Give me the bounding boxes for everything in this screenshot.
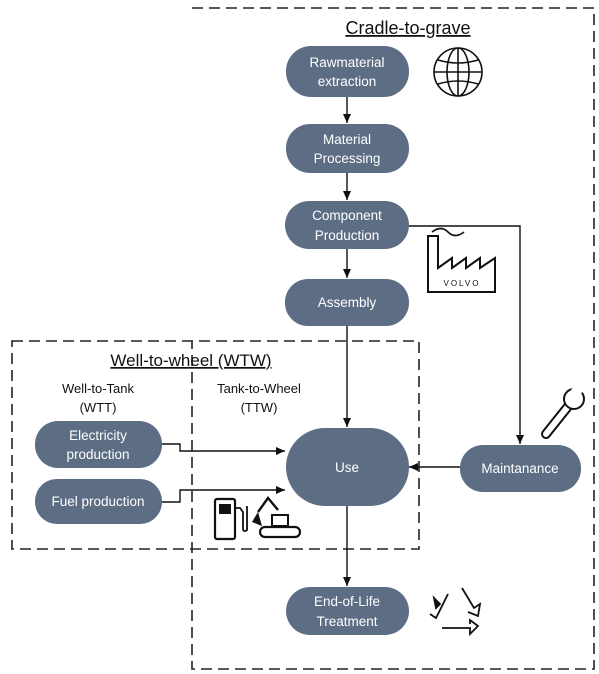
node-rawmaterial-line1: Rawmaterial — [309, 55, 384, 70]
factory-brand-text: VOLVO — [444, 279, 481, 288]
well-to-tank-abbrev: (WTT) — [80, 400, 117, 415]
node-fuel-label: Fuel production — [51, 494, 144, 509]
node-component-line1: Component — [312, 208, 382, 223]
node-electricity-line1: Electricity — [69, 428, 127, 443]
arrow-electricity-to-use — [162, 443, 285, 455]
node-maintenance-label: Maintanance — [481, 461, 558, 476]
node-component-production: Component Production — [285, 201, 409, 249]
wrench-icon — [541, 385, 585, 439]
well-to-wheel-boundary — [11, 340, 420, 550]
recycle-icon — [429, 587, 482, 637]
node-material-line1: Material — [323, 132, 371, 147]
cradle-to-grave-boundary — [191, 7, 595, 670]
node-maintenance: Maintanance — [460, 445, 581, 492]
globe-icon — [433, 47, 483, 97]
node-component-line2: Production — [315, 228, 380, 243]
node-material-line2: Processing — [314, 151, 381, 166]
node-end-of-life-treatment: End-of-Life Treatment — [286, 587, 409, 635]
well-to-wheel-title: Well-to-wheel (WTW) — [110, 351, 271, 370]
node-material-processing: Material Processing — [286, 124, 409, 173]
node-electricity-production: Electricity production — [35, 421, 162, 468]
tank-to-wheel-label: Tank-to-Wheel — [217, 381, 301, 396]
factory-icon: VOLVO — [427, 227, 496, 293]
connectors — [162, 97, 524, 586]
node-eol-line2: Treatment — [316, 614, 377, 629]
node-use: Use — [286, 428, 409, 506]
arrow-component-to-maintenance — [409, 225, 524, 444]
arrow-fuel-to-use — [162, 486, 285, 503]
node-rawmaterial-extraction: Rawmaterial extraction — [286, 46, 409, 97]
node-use-label: Use — [335, 460, 359, 475]
cradle-to-grave-title: Cradle-to-grave — [345, 18, 470, 38]
excavator-icon — [252, 496, 302, 539]
node-fuel-production: Fuel production — [35, 479, 162, 524]
fuel-pump-icon — [213, 497, 248, 541]
tank-to-wheel-abbrev: (TTW) — [241, 400, 278, 415]
well-to-tank-label: Well-to-Tank — [62, 381, 135, 396]
node-eol-line1: End-of-Life — [314, 594, 380, 609]
node-rawmaterial-line2: extraction — [318, 74, 377, 89]
node-assembly-label: Assembly — [318, 295, 377, 310]
node-assembly: Assembly — [285, 279, 409, 326]
node-electricity-line2: production — [66, 447, 129, 462]
